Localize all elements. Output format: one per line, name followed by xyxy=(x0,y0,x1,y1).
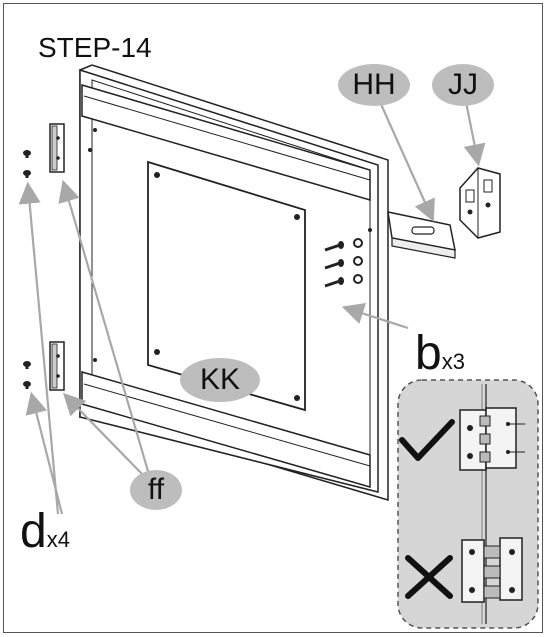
hardware-d-letter: d xyxy=(20,505,47,558)
hardware-b-qty: x3 xyxy=(441,349,465,374)
hinge-correct xyxy=(459,407,525,471)
part-label-ff-text: ff xyxy=(147,473,165,506)
diagram-frame xyxy=(3,3,543,633)
check-mark-icon xyxy=(399,419,455,461)
mirror-plate-kk xyxy=(147,160,306,412)
hardware-b-label: bx3 xyxy=(415,330,465,378)
top-rail xyxy=(81,83,371,201)
cross-mark-icon xyxy=(405,555,453,599)
part-label-jj: JJ xyxy=(432,64,494,106)
part-hh xyxy=(387,211,456,259)
part-jj xyxy=(459,167,501,239)
screws-b xyxy=(324,238,363,288)
hinge-incorrect xyxy=(461,537,523,603)
screws-d xyxy=(23,150,31,389)
hinge-plate-bottom xyxy=(49,341,65,391)
hardware-d-label: dx4 xyxy=(20,508,70,556)
part-label-kk-text: KK xyxy=(199,363,241,396)
step-title: STEP-14 xyxy=(38,32,152,63)
hardware-b-letter: b xyxy=(415,327,442,380)
part-label-ff: ff xyxy=(130,470,182,510)
hinge-detail-inset xyxy=(397,379,539,629)
hinge-plate-top xyxy=(49,123,65,173)
part-label-kk: KK xyxy=(180,358,260,402)
pointer-arrows xyxy=(18,101,486,515)
part-label-jj-text: JJ xyxy=(448,68,478,101)
hardware-d-qty: x4 xyxy=(46,527,70,552)
panel-holes xyxy=(88,128,372,362)
part-label-hh: HH xyxy=(338,64,410,106)
part-label-hh-text: HH xyxy=(352,68,396,101)
